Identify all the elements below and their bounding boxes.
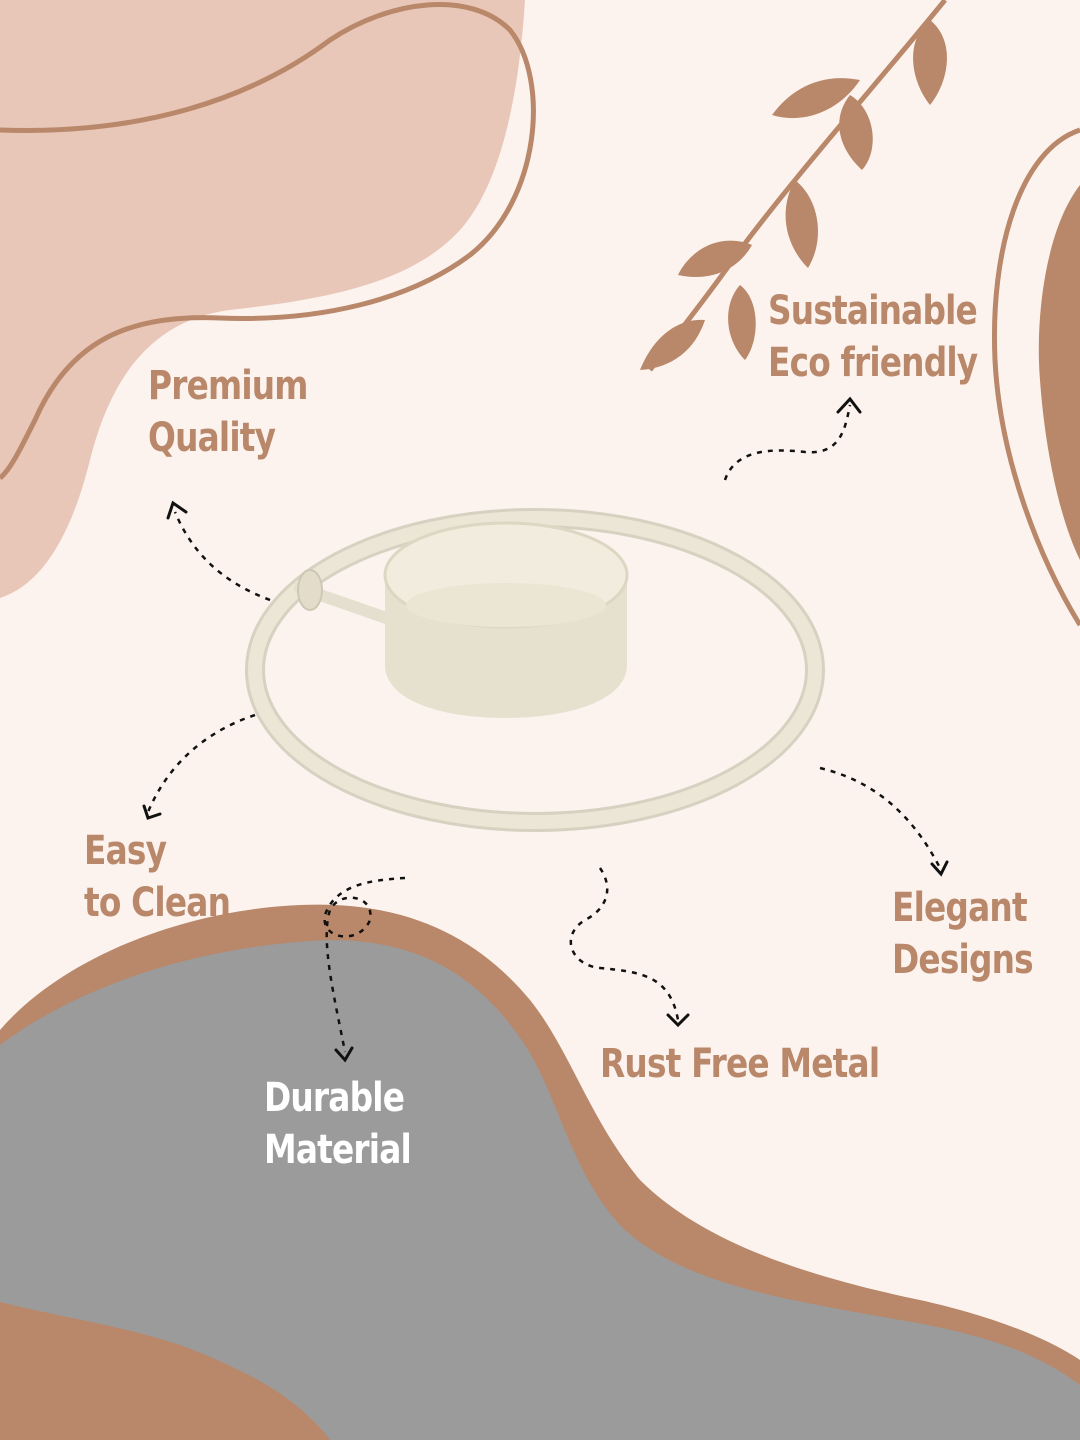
arc-right-outline [991, 127, 1080, 627]
arrow-to-elegant [819, 766, 942, 869]
swirl-line-top-left [0, 2, 536, 480]
feature-elegant-designs-line1: Elegant [892, 885, 1028, 931]
arrow-heads [142, 396, 949, 1063]
feature-rust-free-metal: Rust Free Metal [600, 1038, 880, 1090]
feature-durable-material: Durable Material [264, 1072, 412, 1176]
feature-sustainable: Sustainable Eco friendly [768, 285, 978, 389]
feature-premium-quality-line2: Quality [148, 415, 276, 461]
feature-elegant-designs: Elegant Designs [892, 882, 1034, 986]
feature-sustainable-line1: Sustainable [768, 288, 978, 334]
arc-right-fill [1038, 185, 1080, 560]
leaf-branch-icon [640, 0, 947, 372]
feature-durable-line1: Durable [264, 1075, 405, 1121]
arrow-to-sustainable [723, 404, 852, 481]
feature-elegant-designs-line2: Designs [892, 937, 1034, 983]
dotted-arrows [146, 404, 942, 1053]
feature-easy-to-clean: Easy to Clean [84, 825, 231, 929]
arrow-to-premium-quality [173, 511, 271, 602]
feature-premium-quality: Premium Quality [148, 360, 308, 464]
brown-corner-bottom-left [0, 1302, 330, 1440]
blush-blob-shape [0, 0, 525, 598]
feature-durable-line2: Material [264, 1127, 412, 1173]
feature-rust-free-line1: Rust Free Metal [600, 1041, 880, 1087]
tealight-holder-icon [245, 508, 825, 832]
feature-easy-to-clean-line1: Easy [84, 828, 167, 874]
grey-blob-bottom [0, 940, 1080, 1440]
feature-sustainable-line2: Eco friendly [768, 340, 978, 386]
feature-premium-quality-line1: Premium [148, 363, 308, 409]
arrow-to-easy-clean [146, 713, 256, 813]
arrow-to-durable [323, 876, 406, 1053]
arrow-to-rust-free [569, 867, 680, 1021]
feature-easy-to-clean-line2: to Clean [84, 880, 231, 926]
